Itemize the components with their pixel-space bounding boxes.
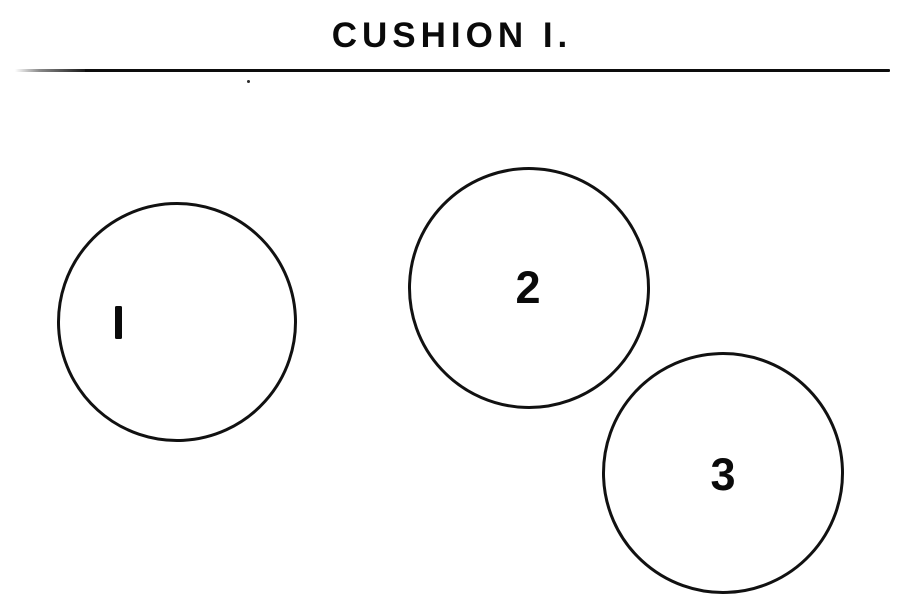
page-header: CUSHION I. [0, 0, 904, 83]
circle-1[interactable]: 1 [50, 195, 304, 449]
circle-3[interactable]: 3 [597, 347, 849, 596]
page-title: CUSHION I. [331, 16, 573, 55]
header-divider-rule [15, 69, 890, 72]
circle-1-numeral-stroke [115, 306, 122, 339]
circle-3-label: 3 [710, 449, 736, 500]
ink-speck [247, 80, 250, 83]
